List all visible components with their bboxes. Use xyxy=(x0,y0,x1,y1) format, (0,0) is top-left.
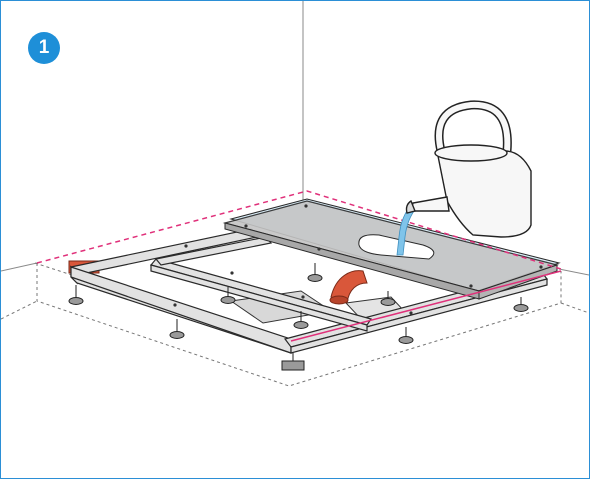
floor-outline-dashed xyxy=(1,262,589,387)
shower-tray-board xyxy=(173,200,560,315)
adjustable-foot-icon xyxy=(398,327,414,344)
level-line xyxy=(36,190,562,342)
adjustable-foot-icon xyxy=(68,285,84,305)
adjustable-foot-icon xyxy=(281,353,305,371)
adjustable-foot-icon xyxy=(513,297,529,312)
adjustable-foot-icon xyxy=(169,319,185,339)
adjustable-foot-icon xyxy=(220,287,236,304)
adjustable-foot-icon xyxy=(380,291,396,306)
watering-can-icon xyxy=(405,100,532,238)
adjustable-foot-icon xyxy=(293,311,309,329)
adjustable-feet xyxy=(68,263,529,371)
step-number-badge: 1 xyxy=(28,32,60,64)
adjustable-foot-icon xyxy=(307,263,323,282)
room-corner-lines xyxy=(1,1,589,276)
water-stream xyxy=(396,202,418,256)
drain-pipe-icon xyxy=(329,270,368,305)
